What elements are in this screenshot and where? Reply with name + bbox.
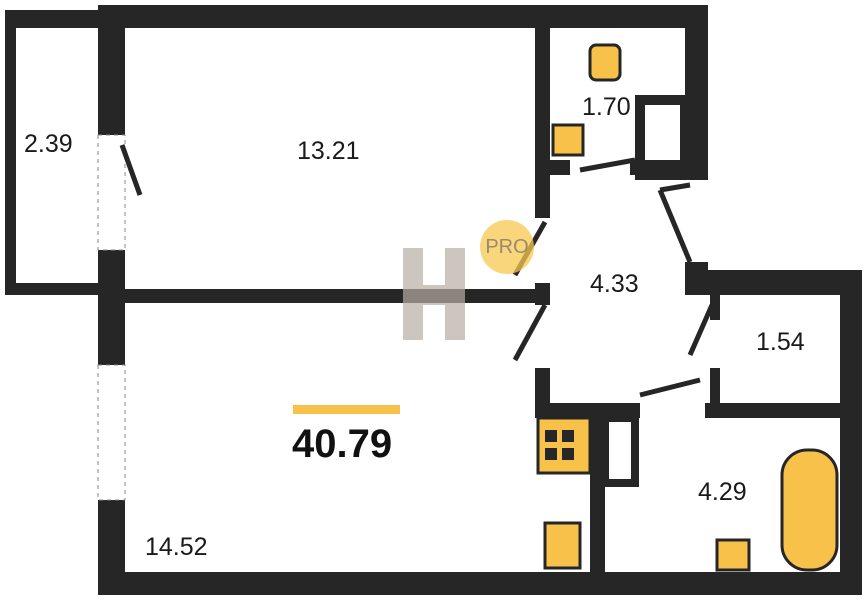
windows xyxy=(97,134,126,501)
fixtures xyxy=(536,43,839,572)
bathtub-icon xyxy=(780,448,839,572)
walls xyxy=(5,5,862,595)
area-room-1: 13.21 xyxy=(297,137,360,165)
pro-badge: PRO xyxy=(480,220,534,274)
total-area-bar xyxy=(293,405,400,414)
stove-icon xyxy=(536,416,592,475)
area-closet: 1.54 xyxy=(756,328,805,356)
doors xyxy=(119,144,715,398)
area-kitchen-living: 14.52 xyxy=(145,533,208,561)
area-toilet: 1.70 xyxy=(582,93,631,121)
logo-watermark xyxy=(403,248,465,340)
bath-sink-icon xyxy=(715,538,751,572)
total-area: 40.79 xyxy=(292,422,393,466)
area-hallway: 4.33 xyxy=(590,270,639,298)
area-balcony: 2.39 xyxy=(24,130,73,158)
sink-icon xyxy=(551,123,585,157)
kitchen-sink-icon xyxy=(543,521,582,570)
toilet-icon xyxy=(588,43,622,82)
area-bathroom: 4.29 xyxy=(698,478,747,506)
